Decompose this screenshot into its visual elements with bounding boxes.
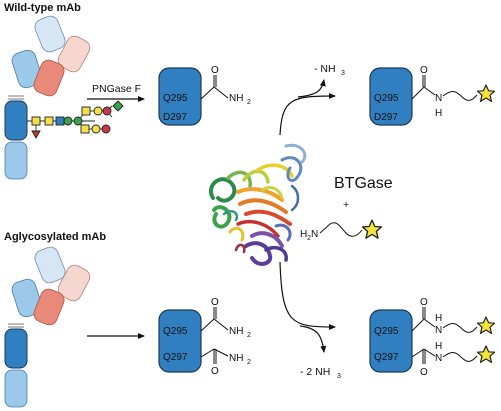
byproduct-top-sub: 3 xyxy=(341,70,345,77)
residue-q295: Q295 xyxy=(374,93,399,104)
fc-domain-box xyxy=(158,67,202,126)
fc-domain-box xyxy=(369,309,413,373)
reagent-h: H xyxy=(300,229,307,240)
byproduct-bottom-label: - 2 NH xyxy=(300,366,330,378)
pngase-label: PNGase F xyxy=(92,83,141,95)
aglycosylated-intermediate: Q295 Q297 O NH 2 O NH 2 xyxy=(158,297,251,377)
amide-nh-label: NH xyxy=(229,93,243,104)
residue-d297: D297 xyxy=(374,112,398,123)
amide-nh-sub: 2 xyxy=(247,332,251,339)
star-icon xyxy=(476,316,496,334)
reagent-n: N xyxy=(311,229,318,240)
fc-domain-box xyxy=(158,309,202,373)
residue-q295: Q295 xyxy=(374,326,399,337)
btgase-label: BTGase xyxy=(334,175,393,192)
reagent-sub: 2 xyxy=(307,235,311,242)
carbonyl-o: O xyxy=(420,367,428,378)
aglycosylated-heading: Aglycosylated mAb xyxy=(4,231,107,243)
amide-h: H xyxy=(435,341,442,352)
amide-nh-label: NH xyxy=(229,353,243,364)
amide-nh-sub: 2 xyxy=(247,359,251,366)
amide-h: H xyxy=(435,108,442,119)
amide-h: H xyxy=(435,313,442,324)
star-icon xyxy=(476,84,496,103)
star-icon xyxy=(476,345,496,363)
byproduct-bottom-sub: 3 xyxy=(337,373,341,380)
byproduct-top-label: - NH xyxy=(314,63,336,75)
amide-n: N xyxy=(435,93,442,104)
amide-nh-label: NH xyxy=(229,326,243,337)
residue-q295: Q295 xyxy=(163,93,188,104)
amide-n: N xyxy=(435,325,442,336)
carbonyl-o: O xyxy=(420,297,428,308)
ammonia-release-arrow-top xyxy=(297,79,326,98)
carbonyl-o: O xyxy=(211,297,219,308)
wild-type-heading: Wild-type mAb xyxy=(4,2,81,14)
btgase-ribbon-structure xyxy=(209,143,307,266)
amide-n: N xyxy=(435,353,442,364)
carbonyl-o: O xyxy=(211,366,219,377)
conjugate-product-bottom: Q295 Q297 O N H O N H xyxy=(369,297,496,378)
residue-q297: Q297 xyxy=(163,352,188,363)
aglycosylated-antibody-icon xyxy=(4,246,91,408)
glycan-icon xyxy=(27,100,124,139)
star-icon xyxy=(361,219,383,239)
amide-nh-sub: 2 xyxy=(247,99,251,106)
conjugate-product-top: Q295 D297 O N H xyxy=(369,65,496,126)
fc-domain-box xyxy=(369,67,413,126)
residue-q295: Q295 xyxy=(163,326,188,337)
ammonia-release-arrow-bottom xyxy=(299,325,327,353)
wild-type-antibody-icon xyxy=(4,15,91,180)
reaction-arrow-top xyxy=(279,93,336,136)
reaction-arrow-bottom xyxy=(279,261,336,330)
carbonyl-o: O xyxy=(211,65,219,76)
residue-d297: D297 xyxy=(163,112,187,123)
amine-payload-reagent: H 2 N xyxy=(300,219,383,242)
plus-sign: + xyxy=(343,199,349,211)
carbonyl-o: O xyxy=(420,65,428,76)
residue-q297: Q297 xyxy=(374,352,399,363)
deglycosylated-intermediate: Q295 D297 O NH 2 xyxy=(158,65,251,126)
